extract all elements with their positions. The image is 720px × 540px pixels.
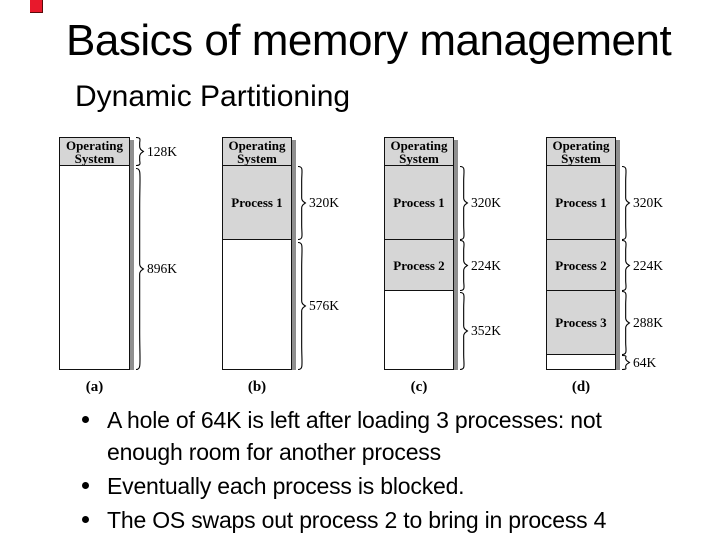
size-brace — [135, 136, 145, 167]
size-label: 224K — [633, 257, 663, 273]
free-block — [385, 291, 453, 369]
free-block — [60, 166, 129, 369]
bullet-dot — [82, 416, 89, 423]
slide-title: Basics of memory management — [66, 16, 672, 65]
size-label: 224K — [471, 257, 501, 273]
os-block-label: Operating — [390, 138, 448, 153]
size-brace — [621, 165, 631, 241]
size-brace — [459, 165, 469, 241]
size-label: 288K — [633, 315, 663, 330]
size-label: 64K — [633, 354, 657, 370]
process-block: Process 1 — [547, 166, 615, 240]
os-block-label: System — [74, 150, 115, 166]
bullet-dot — [82, 516, 89, 523]
column-shadow — [616, 140, 620, 370]
free-block — [223, 240, 291, 369]
os-block-label: Operating — [552, 138, 610, 153]
size-label: 352K — [471, 323, 501, 338]
size-brace — [297, 241, 307, 371]
bullet-item: A hole of 64K is left after loading 3 pr… — [79, 404, 654, 468]
size-brace — [459, 291, 469, 371]
process-block-label: Process 2 — [393, 257, 445, 273]
process-block-label: Process 1 — [555, 195, 607, 210]
column-shadow — [130, 140, 134, 370]
size-brace — [459, 239, 469, 292]
size-label: 896K — [147, 261, 177, 276]
size-brace — [621, 290, 631, 356]
bullet-item: Eventually each process is blocked. — [79, 470, 654, 502]
size-label: 320K — [633, 195, 663, 210]
bullet-dot — [82, 482, 89, 489]
size-label: 576K — [309, 298, 339, 313]
process-block: Process 2 — [385, 240, 453, 291]
process-block: Process 2 — [547, 240, 615, 291]
slide-subtitle: Dynamic Partitioning — [75, 80, 351, 113]
os-block-label: System — [399, 150, 439, 166]
column-caption-c: (c) — [410, 379, 428, 395]
os-block-label: Operating — [228, 138, 286, 153]
size-brace — [621, 354, 631, 371]
process-block-label: Process 3 — [555, 315, 607, 330]
bullet-text: The OS swaps out process 2 to bring in p… — [107, 507, 607, 533]
process-block-label: Process 1 — [231, 195, 283, 210]
bullet-text: Eventually each process is blocked. — [107, 473, 465, 499]
size-label: 128K — [147, 143, 177, 159]
bullet-text: A hole of 64K is left after loading 3 pr… — [107, 407, 602, 465]
column-caption-d: (d) — [571, 379, 591, 395]
column-shadow — [292, 140, 296, 370]
os-block-label: System — [237, 150, 277, 166]
bullet-list: A hole of 64K is left after loading 3 pr… — [79, 404, 654, 538]
size-label: 320K — [309, 195, 339, 210]
size-label: 320K — [471, 195, 501, 210]
process-block: Process 1 — [223, 166, 291, 240]
size-brace — [297, 165, 307, 241]
column-caption-a: (a) — [85, 379, 104, 395]
process-block: Process 1 — [385, 166, 453, 240]
size-brace — [621, 239, 631, 292]
column-caption-b: (b) — [247, 379, 267, 395]
column-shadow — [454, 140, 458, 370]
os-block-label: Operating — [65, 138, 124, 153]
free-block — [547, 355, 615, 369]
size-brace — [135, 167, 145, 371]
process-block-label: Process 1 — [393, 195, 445, 210]
os-block-label: System — [561, 150, 601, 166]
process-block: Process 3 — [547, 291, 615, 355]
bullet-item: The OS swaps out process 2 to bring in p… — [79, 504, 654, 536]
process-block-label: Process 2 — [555, 257, 607, 273]
red-corner-marker[interactable] — [30, 0, 43, 13]
